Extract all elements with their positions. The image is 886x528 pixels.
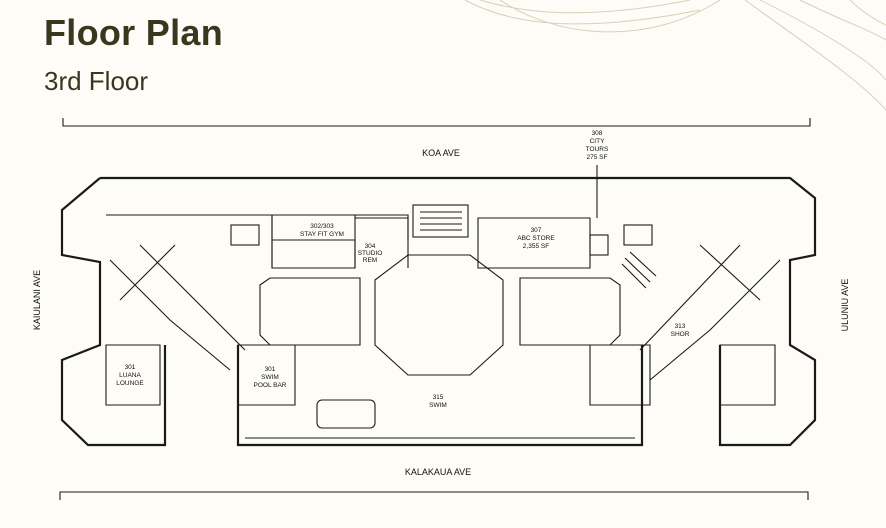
building-outline [60, 165, 817, 447]
floor-subtitle: 3rd Floor [44, 66, 149, 96]
leaf-decoration [464, 0, 886, 111]
street-koa-ave: KOA AVE [422, 148, 460, 158]
page-title: Floor Plan [44, 12, 224, 53]
street-uluniu-ave: ULUNIU AVE [840, 279, 850, 332]
dimension-lines [59, 118, 811, 500]
street-kaiulani-ave: KAIULANI AVE [32, 270, 42, 330]
street-kalakaua-ave: KALAKAUA AVE [405, 467, 471, 477]
